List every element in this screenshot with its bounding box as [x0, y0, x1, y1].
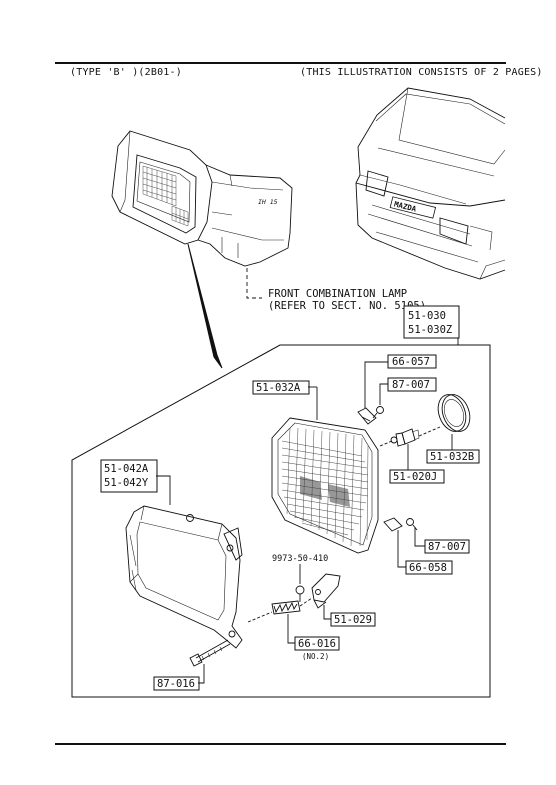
part-51-042y: 51-042Y	[104, 477, 149, 489]
adjuster-bracket	[357, 407, 377, 425]
part-51-042a: 51-042A	[104, 463, 149, 475]
retaining-ring	[437, 394, 471, 432]
part-number-box-51-030: 51-030 51-030Z	[403, 305, 460, 345]
halogen-bulb	[379, 428, 420, 447]
note-line-2: (REFER TO SECT. NO. 5105)	[268, 300, 426, 312]
label-box-51-032b	[426, 449, 480, 464]
label-box-66-058	[405, 560, 453, 575]
mounting-frame	[125, 505, 243, 649]
label-box-51-020j	[389, 469, 445, 484]
headlamp-lens-grid	[281, 427, 369, 547]
header-type-label: (TYPE 'B' )(2B01-)	[70, 67, 182, 78]
label-box-66-057	[387, 354, 437, 369]
label-box-87-007-upper	[387, 377, 437, 392]
part-9973-50-410: 9973-50-410	[272, 554, 328, 564]
screw-upper	[372, 406, 384, 419]
label-box-87-016	[153, 676, 200, 691]
lamp-note-leader	[246, 268, 262, 299]
part-51-020j: 51-020J	[393, 471, 437, 483]
part-66-057: 66-057	[392, 356, 430, 368]
part-66-058: 66-058	[409, 562, 447, 574]
aiming-adjuster	[311, 573, 341, 609]
part-51-029: 51-029	[334, 614, 372, 626]
label-box-87-007-lower	[424, 539, 470, 554]
adjusting-spring	[247, 597, 313, 623]
lower-bracket	[383, 517, 403, 532]
headlamp-unit	[271, 417, 379, 554]
label-box-66-016	[294, 636, 340, 651]
label-box-51-032a	[252, 380, 310, 395]
svg-text:51-030: 51-030	[408, 310, 446, 322]
part-51-032b: 51-032B	[430, 451, 474, 463]
small-screw	[295, 585, 305, 602]
part-87-007-upper: 87-007	[392, 379, 430, 391]
front-combination-lamp: IH 15	[111, 130, 293, 267]
assembly-frame	[71, 344, 491, 698]
mounting-bolt	[189, 639, 231, 667]
part-51-032a: 51-032A	[256, 382, 301, 394]
part-66-016: 66-016	[298, 638, 336, 650]
assembly-pointer	[187, 243, 223, 369]
lamp-lens-pattern	[142, 165, 189, 227]
part-66-016-note: (NO.2)	[302, 652, 329, 661]
header-pages-label: (THIS ILLUSTRATION CONSISTS OF 2 PAGES)	[300, 67, 543, 78]
note-line-1: FRONT COMBINATION LAMP	[268, 288, 407, 300]
lamp-marking-text: IH 15	[258, 198, 278, 206]
part-87-016: 87-016	[157, 678, 195, 690]
svg-text:51-030Z: 51-030Z	[408, 324, 452, 336]
label-box-51-042	[100, 459, 158, 493]
vehicle-rear-view: MAZDA	[355, 87, 506, 280]
part-87-007-lower: 87-007	[428, 541, 466, 553]
label-box-51-029	[330, 612, 376, 627]
